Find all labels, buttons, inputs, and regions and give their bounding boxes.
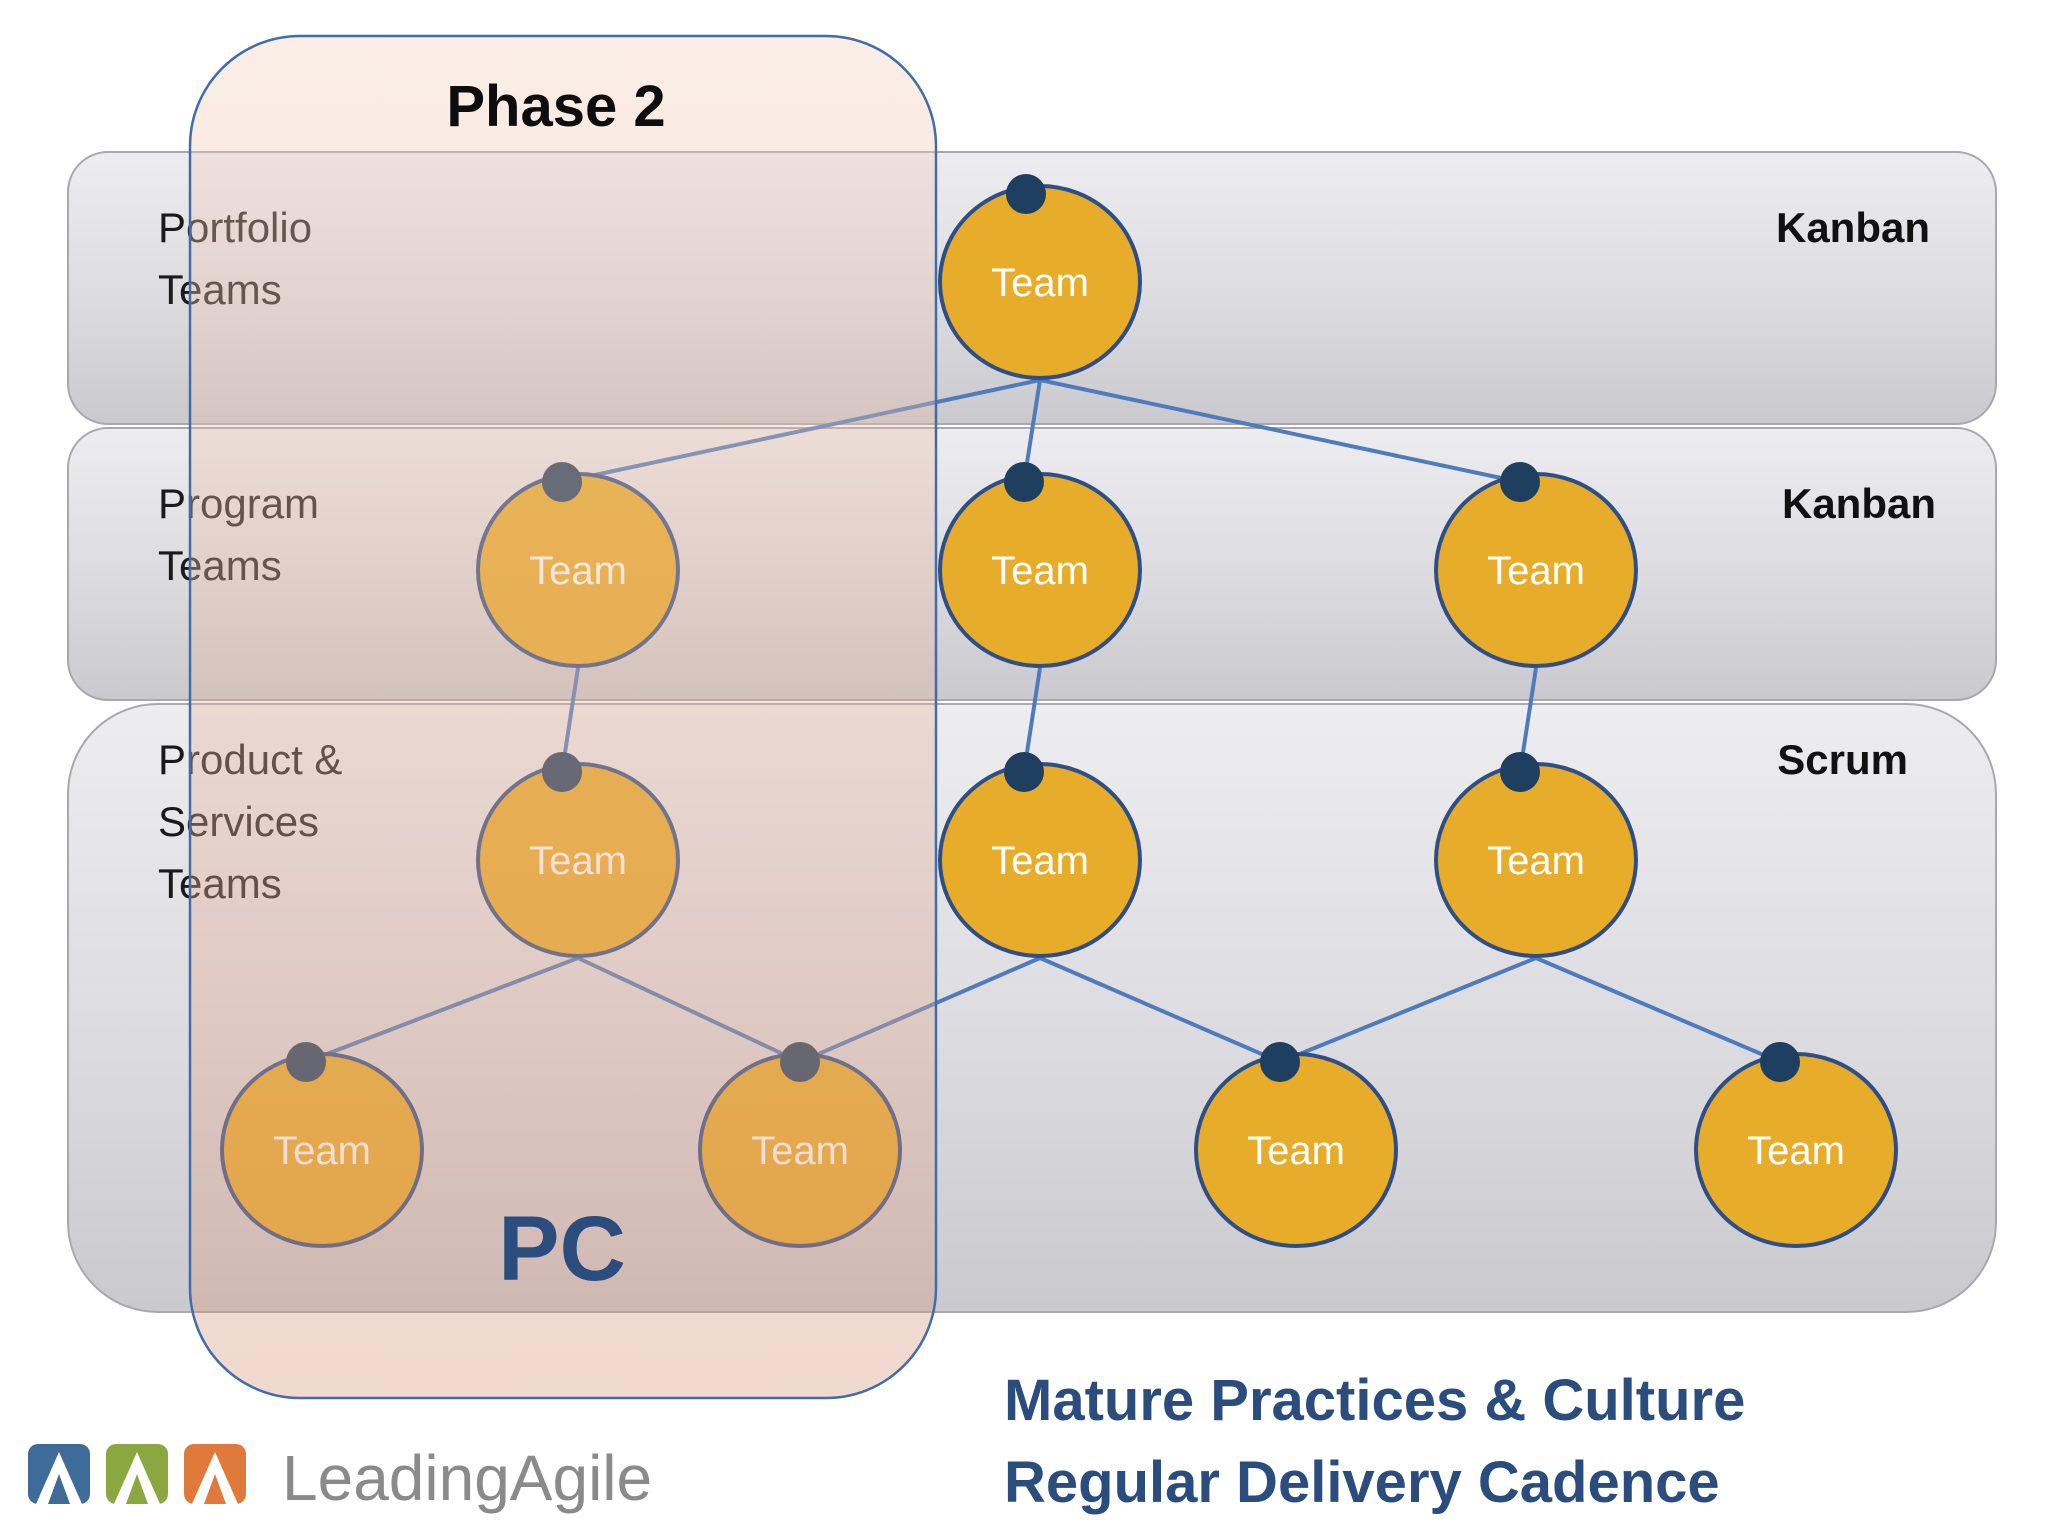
- footer-headline: Mature Practices & Culture Regular Deliv…: [1004, 1368, 1745, 1515]
- connector-dot: [1500, 752, 1540, 792]
- product-method-label: Scrum: [1777, 736, 1908, 783]
- team-label: Team: [991, 261, 1089, 305]
- team-node: Team: [938, 462, 1142, 668]
- team-label: Team: [1747, 1129, 1845, 1173]
- team-label: Team: [1487, 839, 1585, 883]
- leadingagile-logo: LeadingAgile: [28, 1442, 652, 1514]
- connector-dot: [1004, 462, 1044, 502]
- connector-dot: [1260, 1042, 1300, 1082]
- team-link: [1279, 956, 1537, 1064]
- team-link: [1039, 956, 1281, 1064]
- footer-line-2: Regular Delivery Cadence: [1004, 1450, 1720, 1515]
- connector-dot: [1004, 752, 1044, 792]
- logo-mark-icon: [28, 1444, 246, 1504]
- connector-dot: [1006, 174, 1046, 214]
- team-node: Team: [1434, 462, 1638, 668]
- footer-line-1: Mature Practices & Culture: [1004, 1368, 1745, 1433]
- team-label: Team: [1487, 549, 1585, 593]
- team-link: [1535, 956, 1781, 1064]
- program-method-label: Kanban: [1782, 480, 1936, 527]
- team-node: Team: [1194, 1042, 1398, 1248]
- team-label: Team: [991, 839, 1089, 883]
- team-label: Team: [1247, 1129, 1345, 1173]
- connector-dot: [1500, 462, 1540, 502]
- phase-2-region: [188, 34, 938, 1400]
- pc-label: PC: [498, 1198, 626, 1300]
- method-labels: Kanban Kanban Scrum: [1776, 204, 1936, 783]
- team-label: Team: [991, 549, 1089, 593]
- logo-wordmark: LeadingAgile: [282, 1442, 652, 1514]
- team-link: [1039, 378, 1521, 484]
- phase-title: Phase 2: [446, 74, 665, 139]
- team-node: Team: [1694, 1042, 1898, 1248]
- phase-2-overlay: Phase 2 PC: [188, 34, 938, 1400]
- team-node: Team: [938, 174, 1142, 380]
- team-node: Team: [938, 752, 1142, 958]
- team-node: Team: [1434, 752, 1638, 958]
- connector-dot: [1760, 1042, 1800, 1082]
- portfolio-method-label: Kanban: [1776, 204, 1930, 251]
